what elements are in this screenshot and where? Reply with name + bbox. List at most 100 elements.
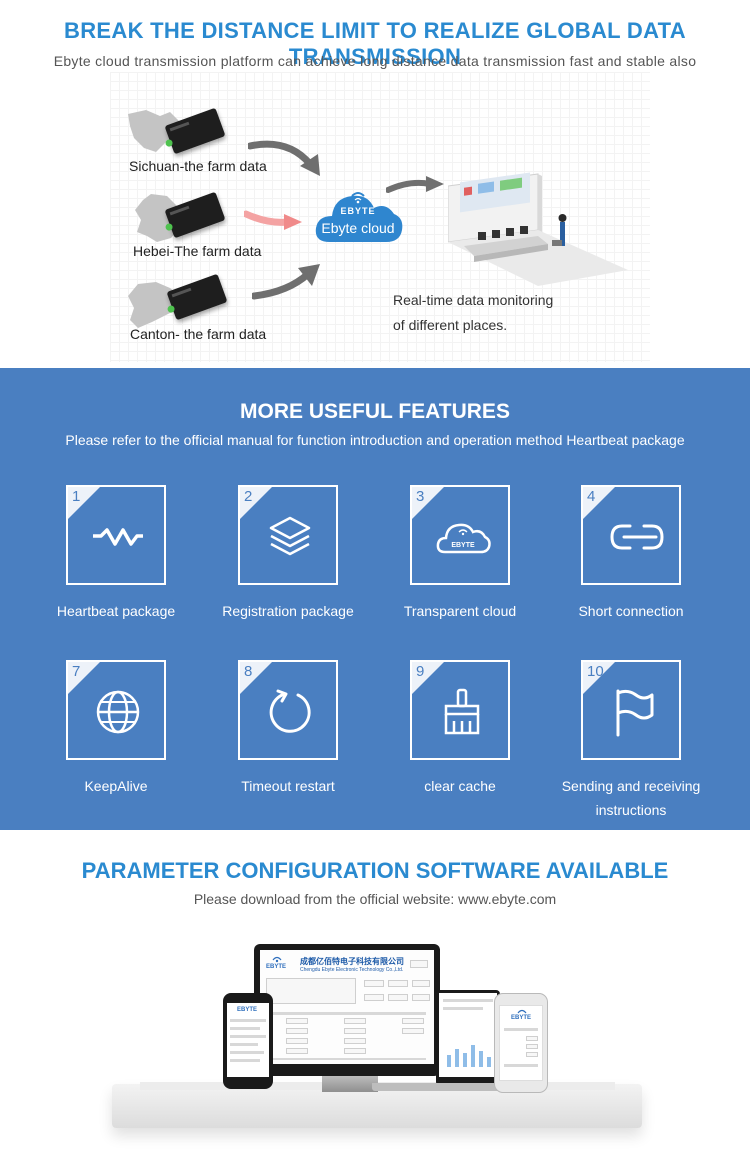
ebyte-logo-icon [272, 956, 282, 963]
chart-bar [471, 1045, 475, 1067]
software-section: PARAMETER CONFIGURATION SOFTWARE AVAILAB… [0, 830, 750, 1166]
screen-button[interactable] [412, 994, 430, 1001]
feature-clear-cache: 9 clear cache [375, 660, 545, 810]
screen-field[interactable] [344, 1028, 366, 1034]
section-title: BREAK THE DISTANCE LIMIT TO REALIZE GLOB… [64, 18, 686, 69]
layers-icon [269, 516, 311, 556]
screen-field[interactable] [402, 1018, 424, 1024]
screen-line [230, 1027, 260, 1030]
arrow-to-monitor-icon [386, 176, 444, 193]
screen-field[interactable] [526, 1044, 538, 1049]
phone-right-screen: EBYTE [499, 1005, 543, 1081]
screen-field[interactable] [286, 1028, 308, 1034]
features-subtitle: Please refer to the official manual for … [65, 432, 685, 448]
chart-bar [487, 1057, 491, 1067]
feature-box: 10 [581, 660, 681, 760]
restart-icon [269, 689, 311, 733]
screen-brand: EBYTE [511, 1015, 532, 1021]
canton-caption: Canton- the farm data [130, 326, 267, 342]
link-icon [610, 524, 664, 550]
feature-number: 7 [72, 663, 81, 680]
feature-box: 2 [238, 485, 338, 585]
chart-bar [479, 1051, 483, 1067]
feature-label: Timeout restart [241, 778, 335, 794]
chart-bar [463, 1053, 467, 1067]
screen-footer [266, 1058, 426, 1060]
laptop [436, 990, 500, 1086]
feature-transparent-cloud: 3 EBYTE Transparent cloud [375, 485, 545, 635]
screen-divider [266, 1012, 426, 1015]
screen-line [504, 1028, 538, 1031]
sichuan-caption: Sichuan-the farm data [129, 158, 267, 174]
sichuan-map [128, 110, 180, 152]
monitor-text-line2: of different places. [393, 317, 508, 333]
arrow-hebei-icon [244, 210, 302, 230]
screen-field[interactable] [286, 1048, 308, 1054]
phone-right: EBYTE [494, 993, 548, 1093]
feature-label: KeepAlive [84, 778, 148, 794]
section-subtitle: Ebyte cloud transmission platform can ac… [53, 53, 697, 69]
screen-button[interactable] [388, 994, 408, 1001]
software-company-subtitle: Chengdu Ebyte Electronic Technology Co.,… [300, 967, 404, 973]
screen-field[interactable] [344, 1038, 366, 1044]
monitor-description: Real-time data monitoring of different p… [393, 288, 553, 338]
arrow-sichuan-icon [248, 140, 320, 176]
globe-icon [96, 690, 140, 734]
feature-label: Short connection [578, 603, 684, 619]
features-title: MORE USEFUL FEATURES [240, 400, 510, 423]
control-room-illustration [448, 172, 628, 286]
screen-field[interactable] [344, 1018, 366, 1024]
screen-line [230, 1043, 258, 1046]
features-section: MORE USEFUL FEATURES Please refer to the… [0, 368, 750, 830]
screen-brand: EBYTE [266, 964, 287, 970]
feature-heartbeat: 1 Heartbeat package [31, 485, 201, 635]
feature-number: 9 [416, 663, 425, 680]
phone-left: EBYTE [223, 993, 273, 1089]
feature-number: 3 [416, 488, 425, 505]
feature-box: 9 [410, 660, 510, 760]
screen-field[interactable] [286, 1018, 308, 1024]
screen-button[interactable] [412, 980, 430, 987]
hebei-caption: Hebei-The farm data [133, 243, 262, 259]
transmission-section: BREAK THE DISTANCE LIMIT TO REALIZE GLOB… [0, 0, 750, 368]
screen-button[interactable] [364, 994, 384, 1001]
feature-short-connection: 4 Short connection [546, 485, 716, 635]
brush-icon [444, 688, 480, 735]
software-company-name: 成都亿佰特电子科技有限公司 [300, 957, 404, 966]
desktop-screen: EBYTE 成都亿佰特电子科技有限公司 Chengdu Ebyte Electr… [260, 950, 434, 1064]
cloud-icon-text: EBYTE [451, 542, 475, 549]
screen-field[interactable] [402, 1028, 424, 1034]
heartbeat-wave-icon [93, 528, 143, 546]
ebyte-logo-icon [517, 1009, 527, 1014]
flag-icon [616, 689, 654, 737]
feature-number: 1 [72, 488, 81, 505]
feature-sending-receiving: 10 Sending and receiving instructions [546, 660, 716, 818]
feature-keepalive: 7 KeepAlive [31, 660, 201, 810]
feature-label-line1: Sending and receiving [561, 778, 701, 794]
cloud-icon: EBYTE [436, 523, 491, 554]
info-panel [266, 978, 356, 1004]
software-subtitle: Please download from the official websit… [193, 891, 557, 907]
screen-field[interactable] [344, 1048, 366, 1054]
screen-line [443, 999, 493, 1002]
screen-button[interactable] [388, 980, 408, 987]
screen-line [443, 1007, 483, 1010]
screen-button[interactable] [364, 980, 384, 987]
feature-number: 4 [587, 488, 596, 505]
feature-number: 10 [587, 663, 604, 680]
desktop-monitor: EBYTE 成都亿佰特电子科技有限公司 Chengdu Ebyte Electr… [254, 944, 440, 1076]
feature-box: 8 [238, 660, 338, 760]
monitor-text-line1: Real-time data monitoring [393, 292, 554, 308]
screen-line [504, 1064, 538, 1067]
screen-brand: EBYTE [237, 1007, 258, 1013]
screen-field[interactable] [526, 1036, 538, 1041]
laptop-base [372, 1083, 500, 1091]
feature-timeout-restart: 8 Timeout restart [203, 660, 373, 810]
screen-field[interactable] [286, 1038, 308, 1044]
feature-registration: 2 Registration package [203, 485, 373, 635]
language-button[interactable] [410, 960, 428, 968]
feature-box: 7 [66, 660, 166, 760]
screen-field[interactable] [526, 1052, 538, 1057]
screen-line [230, 1035, 266, 1038]
feature-label: Transparent cloud [403, 603, 517, 619]
